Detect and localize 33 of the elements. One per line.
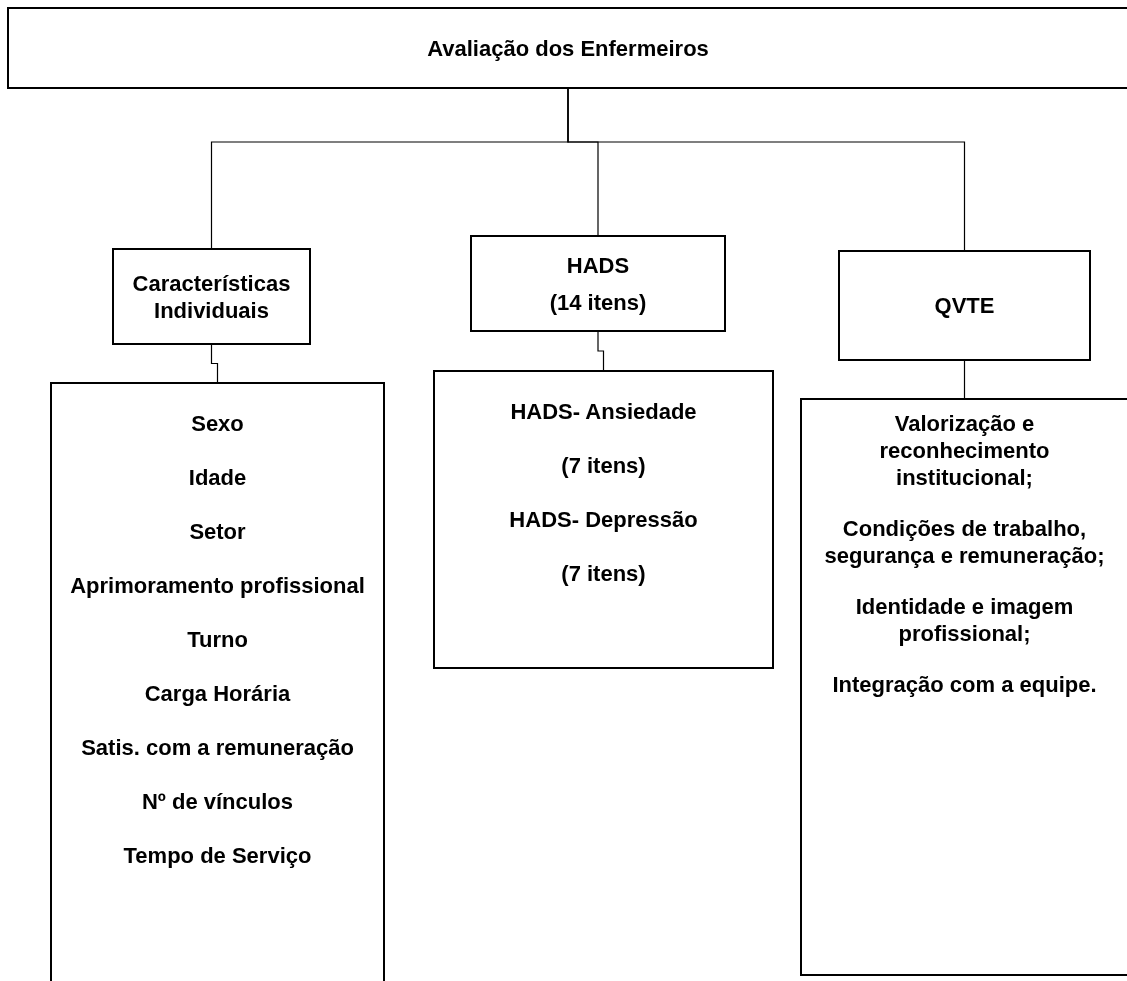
text-box — [50, 382, 385, 981]
box-text: Avaliação dos Enfermeiros — [427, 34, 709, 62]
box-text: Idade — [188, 464, 247, 491]
text-box — [112, 248, 311, 345]
box-text: (7 itens) — [561, 560, 646, 587]
connector-line — [210, 344, 219, 383]
text-box — [470, 235, 726, 332]
box-text: (14 itens) — [549, 288, 647, 316]
text-box — [433, 370, 774, 669]
box-text: Condições de trabalho, segurança e remuneração; — [823, 515, 1106, 569]
connector-line — [963, 360, 966, 399]
box-text: HADS — [566, 251, 630, 279]
box-text: Nº de vínculos — [141, 788, 294, 815]
box-text: Identidade e imagem profissional; — [854, 593, 1075, 647]
box-text: Aprimoramento profissional — [70, 572, 365, 599]
text-box — [838, 250, 1091, 361]
box-text: HADS- Depressão — [509, 506, 698, 533]
text-box — [800, 398, 1127, 976]
box-text: HADS- Ansiedade — [510, 398, 697, 425]
box-text: QVTE — [934, 292, 995, 319]
box-text: Satis. com a remuneração — [81, 734, 354, 761]
box-text: Valorização e reconhecimento institucional; — [878, 410, 1051, 491]
box-text: Setor — [189, 518, 246, 545]
box-text: (7 itens) — [561, 452, 646, 479]
box-text: Tempo de Serviço — [123, 842, 312, 869]
connector-line — [597, 331, 605, 371]
box-text: Sexo — [191, 410, 244, 437]
text-box — [7, 7, 1127, 89]
box-text: Características Individuais — [131, 269, 292, 324]
connector-line — [567, 88, 966, 251]
box-text: Turno — [187, 626, 248, 653]
box-text: Carga Horária — [144, 680, 291, 707]
box-text: Integração com a equipe. — [832, 671, 1097, 698]
